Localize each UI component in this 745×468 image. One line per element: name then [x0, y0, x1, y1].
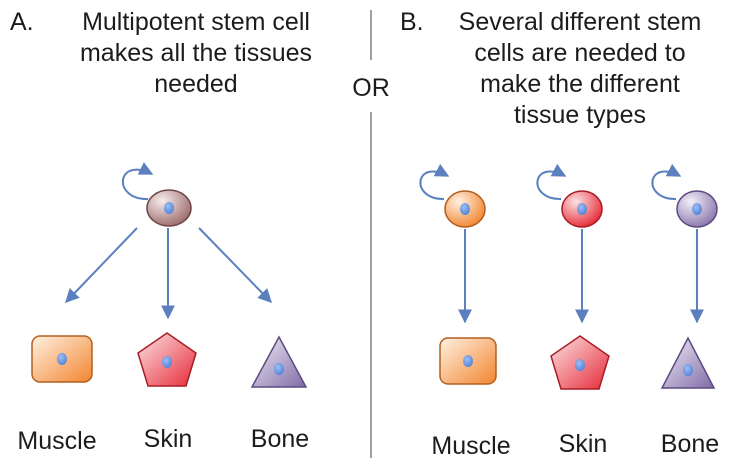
multipotent-stem-cell-nucleus — [164, 202, 174, 214]
label-muscle-b: Muscle — [431, 432, 510, 460]
panel-a-letter: A. — [10, 8, 34, 36]
self-renewal-arrow-red — [536, 163, 567, 201]
skin-stem-cell-nucleus — [577, 203, 587, 215]
muscle-tissue-b-nucleus — [463, 355, 473, 367]
arrow-multipotent-to-bone — [198, 227, 272, 304]
skin-tissue-a-nucleus — [162, 356, 172, 368]
divider-or-label: OR — [352, 74, 390, 102]
panel-a-heading-line-1: Multipotent stem cell — [82, 8, 310, 36]
muscle-tissue-a-nucleus — [57, 353, 67, 365]
arrow-multipotent-to-muscle — [65, 227, 138, 304]
panel-b-letter: B. — [400, 8, 424, 36]
self-renewal-arrow-orange — [419, 163, 450, 201]
bone-tissue-a-nucleus — [274, 363, 284, 375]
self-renewal-arrow-purple — [651, 163, 682, 201]
self-renewal-arrow-multipotent — [121, 162, 154, 201]
panel-a-heading-line-3: needed — [154, 70, 237, 98]
bone-tissue-b-nucleus — [683, 364, 693, 376]
panel-a-heading-line-2: makes all the tissues — [80, 39, 312, 67]
panel-b-heading-line-4: tissue types — [514, 101, 646, 129]
panel-b-heading-line-3: make the different — [480, 70, 680, 98]
label-skin-b: Skin — [559, 430, 608, 458]
bone-tissue-b — [660, 336, 716, 389]
muscle-stem-cell-nucleus — [460, 203, 470, 215]
skin-tissue-b-nucleus — [575, 359, 585, 371]
label-bone-b: Bone — [661, 430, 719, 458]
label-muscle-a: Muscle — [17, 427, 96, 455]
label-skin-a: Skin — [144, 425, 193, 453]
bone-tissue-a — [250, 335, 308, 388]
label-bone-a: Bone — [251, 425, 309, 453]
panel-b-heading-line-1: Several different stem — [459, 8, 702, 36]
panel-b-heading-line-2: cells are needed to — [474, 39, 685, 67]
bone-stem-cell-nucleus — [692, 203, 702, 215]
